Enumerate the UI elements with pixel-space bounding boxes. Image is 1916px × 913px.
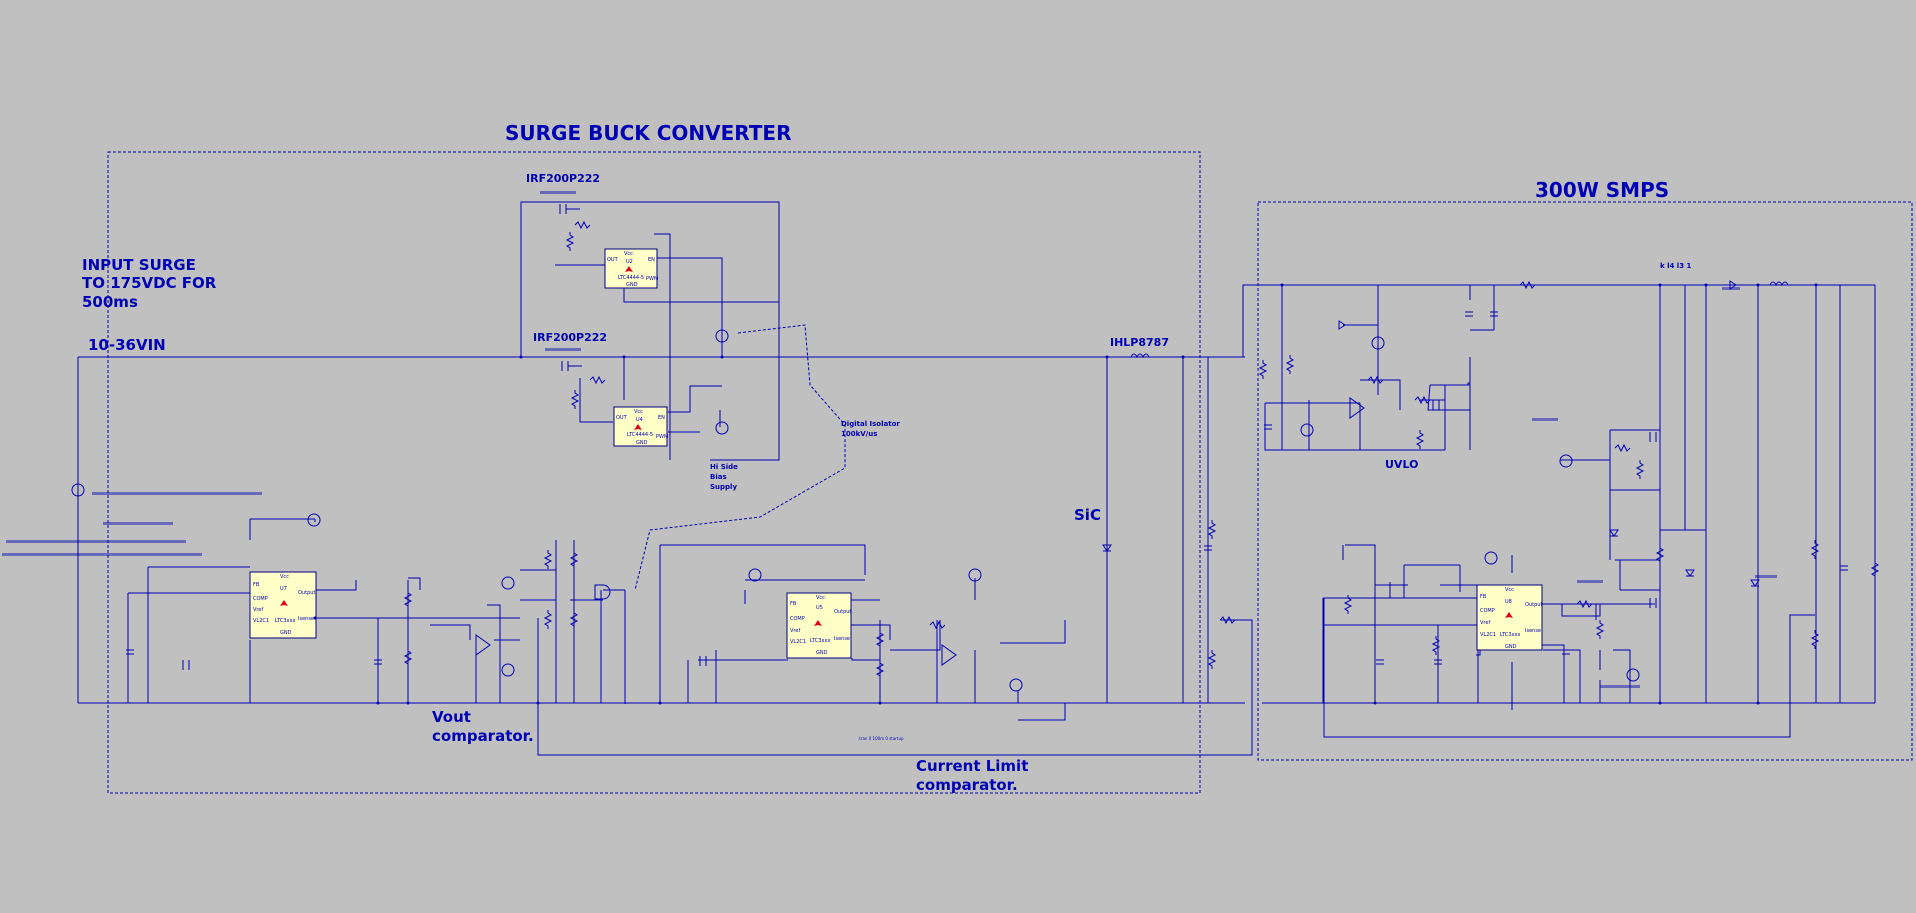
main-wires xyxy=(77,201,1876,756)
svg-text:U7: U7 xyxy=(280,586,287,592)
inductor-label: IHLP8787 xyxy=(1110,336,1169,349)
svg-text:GND: GND xyxy=(816,650,828,656)
input-surge-line2: TO 175VDC FOR xyxy=(82,274,217,292)
svg-text:EN: EN xyxy=(648,257,655,263)
svg-text:Vref: Vref xyxy=(1480,620,1490,626)
svg-text:LTC4444-5: LTC4444-5 xyxy=(627,432,653,438)
svg-text:Output: Output xyxy=(298,590,315,596)
svg-text:COMP: COMP xyxy=(790,616,805,622)
svg-text:VL2C1: VL2C1 xyxy=(253,618,269,624)
svg-text:Output: Output xyxy=(834,609,851,615)
svg-text:FB: FB xyxy=(253,582,260,588)
svg-text:U4: U4 xyxy=(636,417,643,423)
svg-text:LTC3xxx: LTC3xxx xyxy=(275,618,295,624)
svg-text:Vcc: Vcc xyxy=(624,251,633,257)
ic-u8: Vcc U8 LTC3xxx FB COMP Vref VL2C1 Output… xyxy=(1476,584,1543,651)
svg-text:LTC4444-5: LTC4444-5 xyxy=(618,275,644,281)
hi-side-line2: Bias xyxy=(710,473,727,481)
component-annotations xyxy=(2,191,1777,688)
svg-text:GND: GND xyxy=(280,630,292,636)
ic-u4-gate-driver: Vcc U4 LTC4444-5 OUT EN PWM GND xyxy=(613,406,668,447)
surge-buck-title: SURGE BUCK CONVERTER xyxy=(505,121,791,145)
svg-text:COMP: COMP xyxy=(1480,608,1495,614)
hi-side-line3: Supply xyxy=(710,483,737,491)
curr-comp-line2: comparator. xyxy=(916,776,1018,794)
ic-u2-gate-driver: Vcc U2 LTC4444-5 OUT EN PWM GND xyxy=(604,248,658,289)
svg-text:OUT: OUT xyxy=(616,415,628,421)
svg-text:OUT: OUT xyxy=(607,257,619,263)
svg-text:PWM: PWM xyxy=(646,276,658,282)
svg-text:U2: U2 xyxy=(626,259,633,265)
svg-text:FB: FB xyxy=(790,601,797,607)
input-surge-line3: 500ms xyxy=(82,293,138,311)
svg-text:VL2C1: VL2C1 xyxy=(1480,632,1496,638)
hi-side-line1: Hi Side xyxy=(710,463,738,471)
mosfet-top-label: IRF200P222 xyxy=(526,172,600,185)
smps-title: 300W SMPS xyxy=(1535,178,1669,202)
uvlo-label: UVLO xyxy=(1385,458,1418,471)
svg-text:Vcc: Vcc xyxy=(816,595,825,601)
svg-text:Isense: Isense xyxy=(834,636,850,642)
vout-comp-line1: Vout xyxy=(432,708,471,726)
svg-text:U5: U5 xyxy=(816,605,823,611)
ic-u5: Vcc U5 LTC3xxx FB COMP Vref VL2C1 Output… xyxy=(786,592,852,659)
smps-region xyxy=(1257,201,1913,761)
svg-text:Vcc: Vcc xyxy=(280,574,289,580)
vout-comp-line2: comparator. xyxy=(432,727,534,745)
svg-text:LTC3xxx: LTC3xxx xyxy=(1500,632,1520,638)
curr-comp-line1: Current Limit xyxy=(916,757,1028,775)
svg-text:U8: U8 xyxy=(1505,599,1512,605)
svg-text:FB: FB xyxy=(1480,594,1487,600)
digital-iso-line1: Digital Isolator xyxy=(841,420,900,428)
digital-iso-line2: 100kV/us xyxy=(841,430,877,438)
svg-text:VL2C1: VL2C1 xyxy=(790,639,806,645)
input-surge-line1: INPUT SURGE xyxy=(82,256,196,274)
svg-text:Vref: Vref xyxy=(253,607,263,613)
svg-text:Vcc: Vcc xyxy=(634,409,643,415)
svg-text:Vcc: Vcc xyxy=(1505,587,1514,593)
svg-text:GND: GND xyxy=(636,440,648,446)
vin-label: 10-36VIN xyxy=(88,336,166,354)
svg-text:GND: GND xyxy=(626,282,638,288)
svg-text:Vref: Vref xyxy=(790,628,800,634)
svg-text:PWM: PWM xyxy=(656,434,668,440)
svg-text:Isense: Isense xyxy=(298,616,314,622)
tran-directive: .tran 0 100m 0 startup xyxy=(858,736,904,741)
svg-text:COMP: COMP xyxy=(253,596,268,602)
svg-text:Output: Output xyxy=(1525,602,1542,608)
svg-text:LTC3xxx: LTC3xxx xyxy=(810,638,830,644)
sic-label: SiC xyxy=(1074,506,1101,524)
svg-text:GND: GND xyxy=(1505,644,1517,650)
ic-u7: Vcc U7 LTC3xxx FB COMP Vref VL2C1 Output… xyxy=(249,571,317,639)
k-label: k l4 l3 1 xyxy=(1660,262,1692,270)
surge-buck-region xyxy=(107,151,1201,794)
svg-text:Isense: Isense xyxy=(1525,628,1541,634)
passive-components xyxy=(71,204,1880,705)
svg-text:EN: EN xyxy=(658,415,665,421)
mosfet-mid-label: IRF200P222 xyxy=(533,331,607,344)
